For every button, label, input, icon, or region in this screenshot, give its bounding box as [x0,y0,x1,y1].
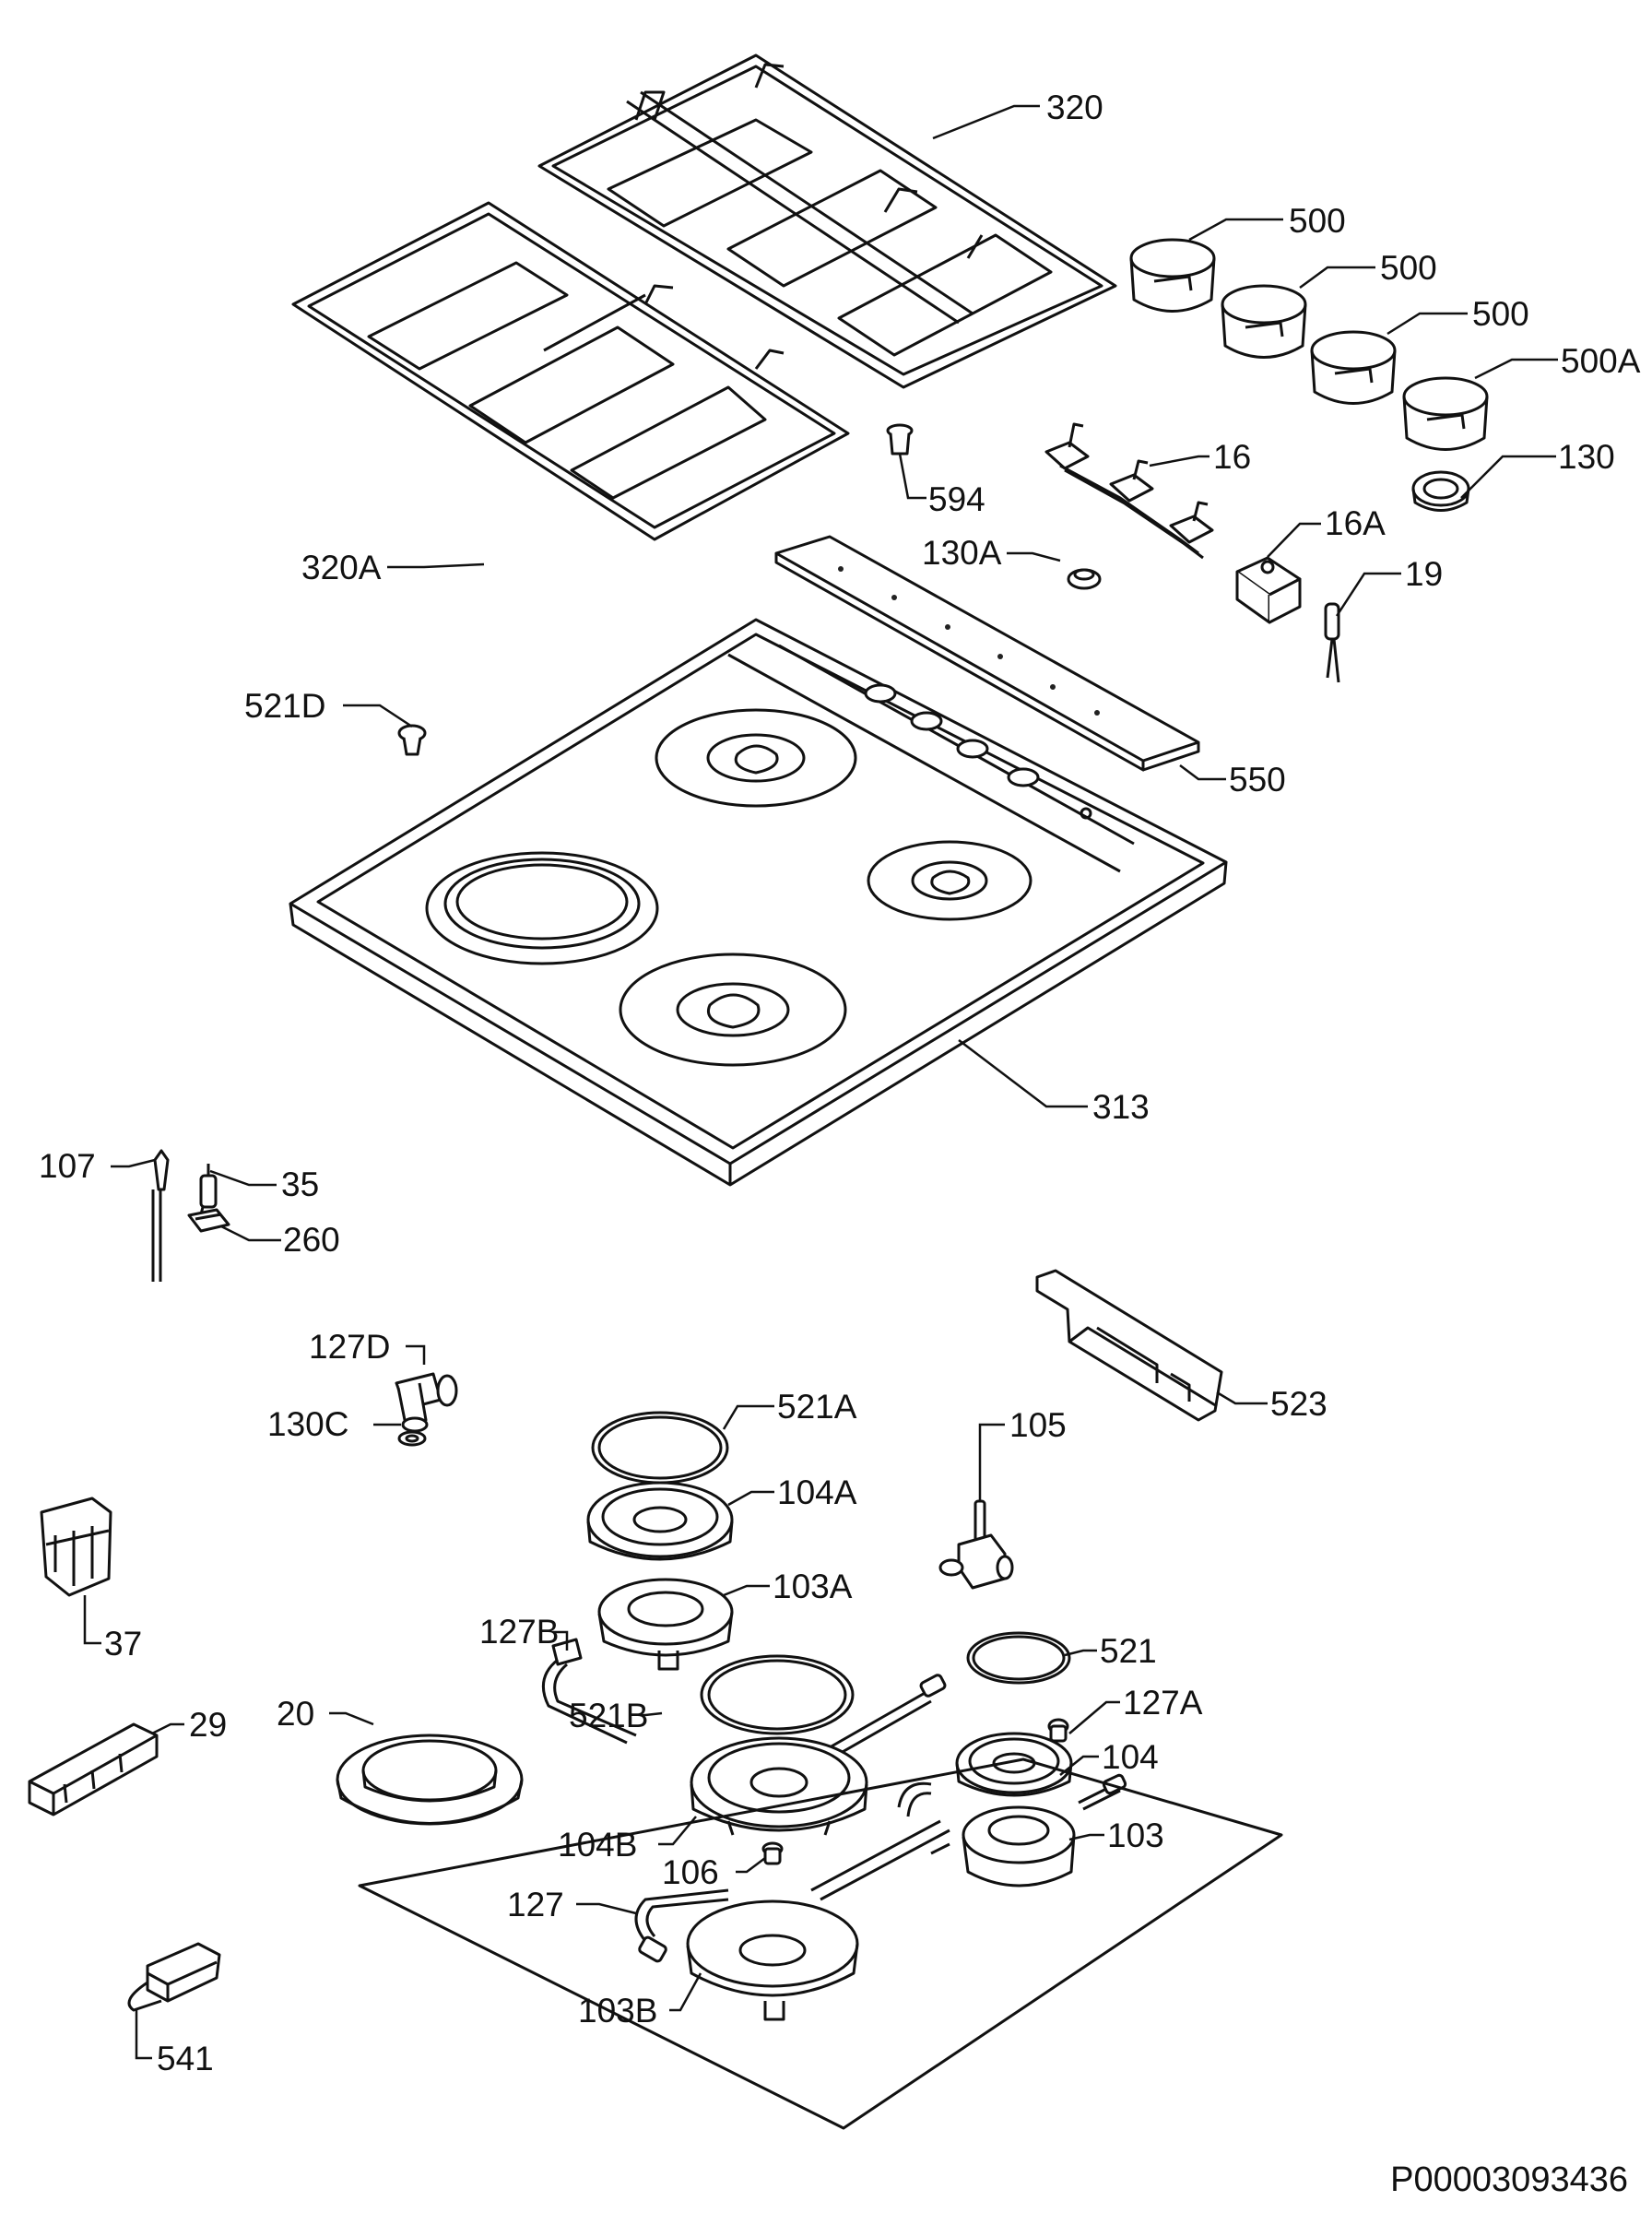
connector-541 [127,1942,221,2012]
label-320a: 320A [301,549,382,586]
burner-tray-outline [358,1757,1283,2130]
label-103b: 103B [578,1992,657,2030]
label-127d: 127D [309,1328,390,1366]
injector-106 [761,1841,784,1865]
terminal-block-37 [40,1497,112,1597]
label-20: 20 [277,1695,314,1733]
thermocouple-107 [151,1149,170,1282]
burner-base-103b [686,1899,859,2021]
screw-521d [397,724,427,756]
clip-260 [187,1208,230,1233]
label-523: 523 [1270,1385,1328,1423]
label-105: 105 [1009,1406,1067,1444]
label-313: 313 [1092,1088,1150,1126]
pipe-127 [634,1888,729,1963]
label-107: 107 [39,1147,96,1185]
label-500a: 500A [1561,342,1641,380]
screw-594 [886,423,914,456]
pan-support-320a [291,201,850,541]
label-127b: 127B [479,1613,559,1651]
pipe-127b [541,1638,637,1745]
gas-tube-main [810,1674,950,1901]
ignition-unit-16a [1235,556,1302,624]
label-130: 130 [1558,438,1615,476]
label-521a: 521A [777,1388,857,1426]
burner-base-103 [897,1773,1127,1888]
label-103a: 103A [773,1568,853,1605]
label-16a: 16A [1325,504,1386,542]
label-127: 127 [507,1886,564,1923]
label-521d: 521D [244,687,325,725]
label-103: 103 [1107,1817,1164,1854]
leader-lines [83,104,1558,2060]
ignition-switch-harness-16 [1044,422,1214,560]
label-104b: 104B [558,1826,637,1864]
label-521b: 521B [569,1697,648,1734]
label-130c: 130C [267,1405,348,1443]
elbow-fitting-127d [395,1372,458,1433]
part-labels: 320 320A 594 500 500 500 500A 16 130 130… [39,89,1641,2077]
label-35: 35 [281,1166,319,1203]
burner-cap-521a [591,1411,729,1485]
label-500-3: 500 [1472,295,1529,333]
label-500-1: 500 [1289,202,1346,240]
burner-base-103a [597,1578,734,1671]
label-521: 521 [1100,1632,1157,1670]
bushing-130 [1411,470,1470,512]
burner-crown-104b [690,1736,868,1836]
burner-crown-104a [586,1481,734,1561]
knob-500-3 [1310,330,1397,405]
label-594: 594 [928,480,985,518]
label-130a: 130A [922,534,1002,572]
control-panel-strip-550 [774,535,1200,772]
electrode-19 [1324,602,1340,683]
pan-support-320 [537,53,1117,389]
label-260: 260 [283,1221,340,1259]
burner-cap-521b [700,1654,855,1735]
burner-crown-104 [955,1732,1073,1797]
ignition-terminal-29 [28,1722,159,1817]
label-16: 16 [1213,438,1251,476]
knob-500-2 [1221,284,1307,359]
label-320: 320 [1046,89,1103,126]
document-code: P00003093436 [1390,2160,1628,2199]
label-104a: 104A [777,1473,857,1511]
ignition-plug-35 [197,1164,218,1228]
label-541: 541 [157,2040,214,2077]
label-500-2: 500 [1380,249,1437,287]
label-37: 37 [104,1625,142,1663]
injector-127a [1047,1718,1069,1743]
knob-500-1 [1129,238,1216,313]
wok-burner-20 [336,1734,524,1826]
knob-500a [1402,376,1489,451]
grommet-130a [1067,568,1102,590]
seal-130c [397,1430,427,1447]
gas-valve-105 [938,1499,1014,1590]
label-127a: 127A [1123,1684,1203,1722]
hob-top-313 [289,618,1228,1187]
label-106: 106 [662,1853,719,1891]
label-104: 104 [1102,1738,1159,1776]
label-550: 550 [1229,761,1286,799]
label-29: 29 [189,1706,227,1744]
label-19: 19 [1405,555,1443,593]
burner-cap-521 [966,1631,1071,1685]
bracket-523 [1035,1269,1223,1422]
